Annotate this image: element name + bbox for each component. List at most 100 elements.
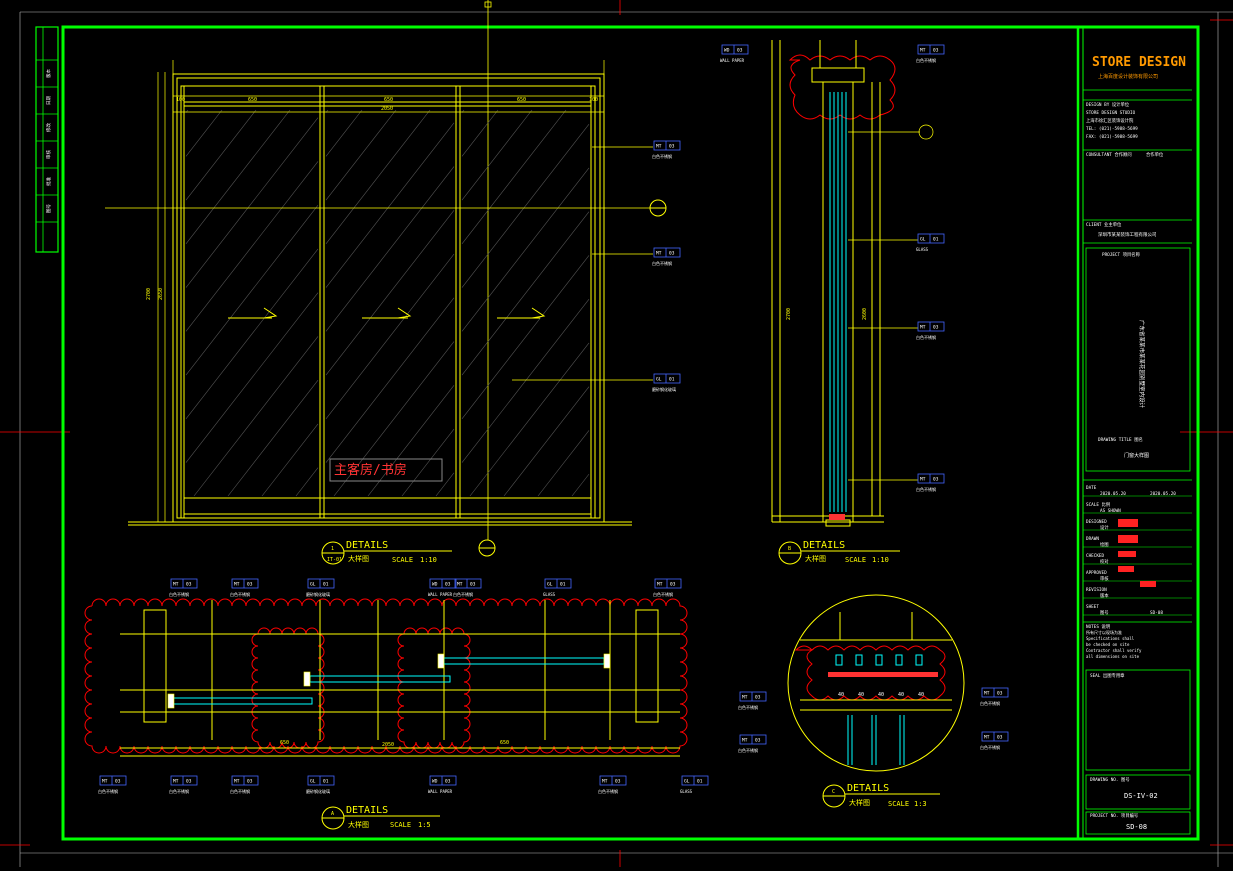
drawing-title: 门窗大样图 xyxy=(1124,452,1149,459)
tag-code: GL xyxy=(547,582,553,588)
tb-row-value: 图号 xyxy=(1100,610,1109,616)
tag-code: GL xyxy=(684,779,690,785)
tag-note: 白色不锈钢 xyxy=(980,700,1000,706)
tag-code: MT xyxy=(656,251,662,257)
elev-dim-height2: 2650 xyxy=(158,288,164,300)
plana-title: DETAILS xyxy=(346,805,388,816)
tb-row-key: DRAWN xyxy=(1086,536,1099,542)
material-tag: MT 03 白色不锈钢 xyxy=(916,473,945,492)
plan-a-view: 2050 650 650 xyxy=(84,598,688,757)
client-value: 深圳市某某装饰工程有限公司 xyxy=(1098,231,1157,238)
left-strip-label: 修改 xyxy=(45,123,52,132)
tag-note: WALL PAPER xyxy=(428,592,453,597)
tag-note: 磨砂钢化玻璃 xyxy=(306,591,330,597)
elev-dim-4: 650 xyxy=(517,97,526,103)
tag-number: 03 xyxy=(755,738,761,744)
tag-number: 03 xyxy=(933,477,939,483)
tb-row-value: 版本 xyxy=(1100,592,1109,599)
left-strip-label: 图号 xyxy=(46,204,52,213)
tag-number: 01 xyxy=(697,779,703,785)
tag-code: MT xyxy=(920,477,926,483)
note-line: be checked on site xyxy=(1086,642,1130,647)
elev-scale-value: 1:10 xyxy=(420,556,437,564)
tb-row-value: AS SHOWN xyxy=(1100,508,1121,514)
tag-number: 03 xyxy=(186,582,192,588)
elev-title: DETAILS xyxy=(346,540,388,551)
elev-dim-height: 2700 xyxy=(146,288,152,300)
left-strip-label: 批准 xyxy=(45,177,52,186)
tag-note: 白色不锈钢 xyxy=(980,744,1000,750)
tag-number: 03 xyxy=(997,735,1003,741)
tb-row-key: CHECKED xyxy=(1086,553,1105,559)
tb-row-value: 审核 xyxy=(1100,575,1109,582)
detc-scale-value: 1:3 xyxy=(914,800,927,808)
tag-number: 03 xyxy=(470,582,476,588)
detc-dim-3: 40 xyxy=(878,692,884,698)
tag-number: 03 xyxy=(670,582,676,588)
tag-number: 01 xyxy=(933,237,939,243)
tag-code: MT xyxy=(984,735,990,741)
detc-marker-num: C xyxy=(832,789,835,795)
note-line: all dimensions on site xyxy=(1086,654,1140,659)
tag-number: 03 xyxy=(115,779,121,785)
title-elevation: 1 IT-01 DETAILS 大样图 SCALE 1:10 xyxy=(321,540,452,565)
secb-marker-num: B xyxy=(788,546,791,552)
tb-row-key: APPROVED xyxy=(1086,570,1107,576)
detc-scale-label: SCALE xyxy=(888,800,909,808)
tag-note: GLASS xyxy=(543,592,556,597)
tag-code: GL xyxy=(310,582,316,588)
secb-title: DETAILS xyxy=(803,540,845,551)
tag-code: MT xyxy=(602,779,608,785)
tag-number: 03 xyxy=(186,779,192,785)
tag-code: MT xyxy=(657,582,663,588)
tag-code: WD xyxy=(724,48,730,54)
tag-code: MT xyxy=(234,779,240,785)
tag-number: 01 xyxy=(323,582,329,588)
drawing-no-label: DRAWING NO. 图号 xyxy=(1090,777,1130,783)
title-plan-a: A DETAILS 大样图 SCALE 1:5 xyxy=(321,805,440,830)
logo: STORE DESIGN xyxy=(1092,55,1186,70)
tag-note: 白色不锈钢 xyxy=(453,591,473,597)
tb-row-key: DATE xyxy=(1086,485,1097,491)
consultant-value: 合作单位 xyxy=(1146,151,1164,158)
note-line: Specifications shall xyxy=(1086,636,1135,641)
tag-number: 01 xyxy=(669,377,675,383)
plana-marker-num: A xyxy=(331,811,334,817)
tag-note: 白色不锈钢 xyxy=(738,704,758,710)
left-strip-label: 审核 xyxy=(45,150,52,159)
tb-row-key: SCALE 比例 xyxy=(1086,501,1110,508)
material-tag: GL 01 磨砂钢化玻璃 xyxy=(306,578,335,597)
tag-note: 白色不锈钢 xyxy=(916,486,936,492)
tag-number: 01 xyxy=(560,582,566,588)
tag-code: MT xyxy=(742,695,748,701)
left-strip-label: 版本 xyxy=(45,69,52,78)
detc-dim-1: 40 xyxy=(838,692,844,698)
tag-note: WALL PAPER xyxy=(428,789,453,794)
tag-note: 白色不锈钢 xyxy=(169,788,189,794)
company-line: TEL: (021)-5988-5699 xyxy=(1086,126,1138,132)
detc-subtitle: 大样图 xyxy=(849,798,870,807)
title-section-b: B DETAILS 大样图 SCALE 1:10 xyxy=(778,540,900,565)
sheet-no: SD-08 xyxy=(1126,823,1147,831)
detc-dim-5: 40 xyxy=(918,692,924,698)
tag-number: 03 xyxy=(997,691,1003,697)
tag-note: 白色不锈钢 xyxy=(916,57,936,63)
tag-note: 白色不锈钢 xyxy=(652,260,672,266)
center-axis xyxy=(484,0,492,540)
